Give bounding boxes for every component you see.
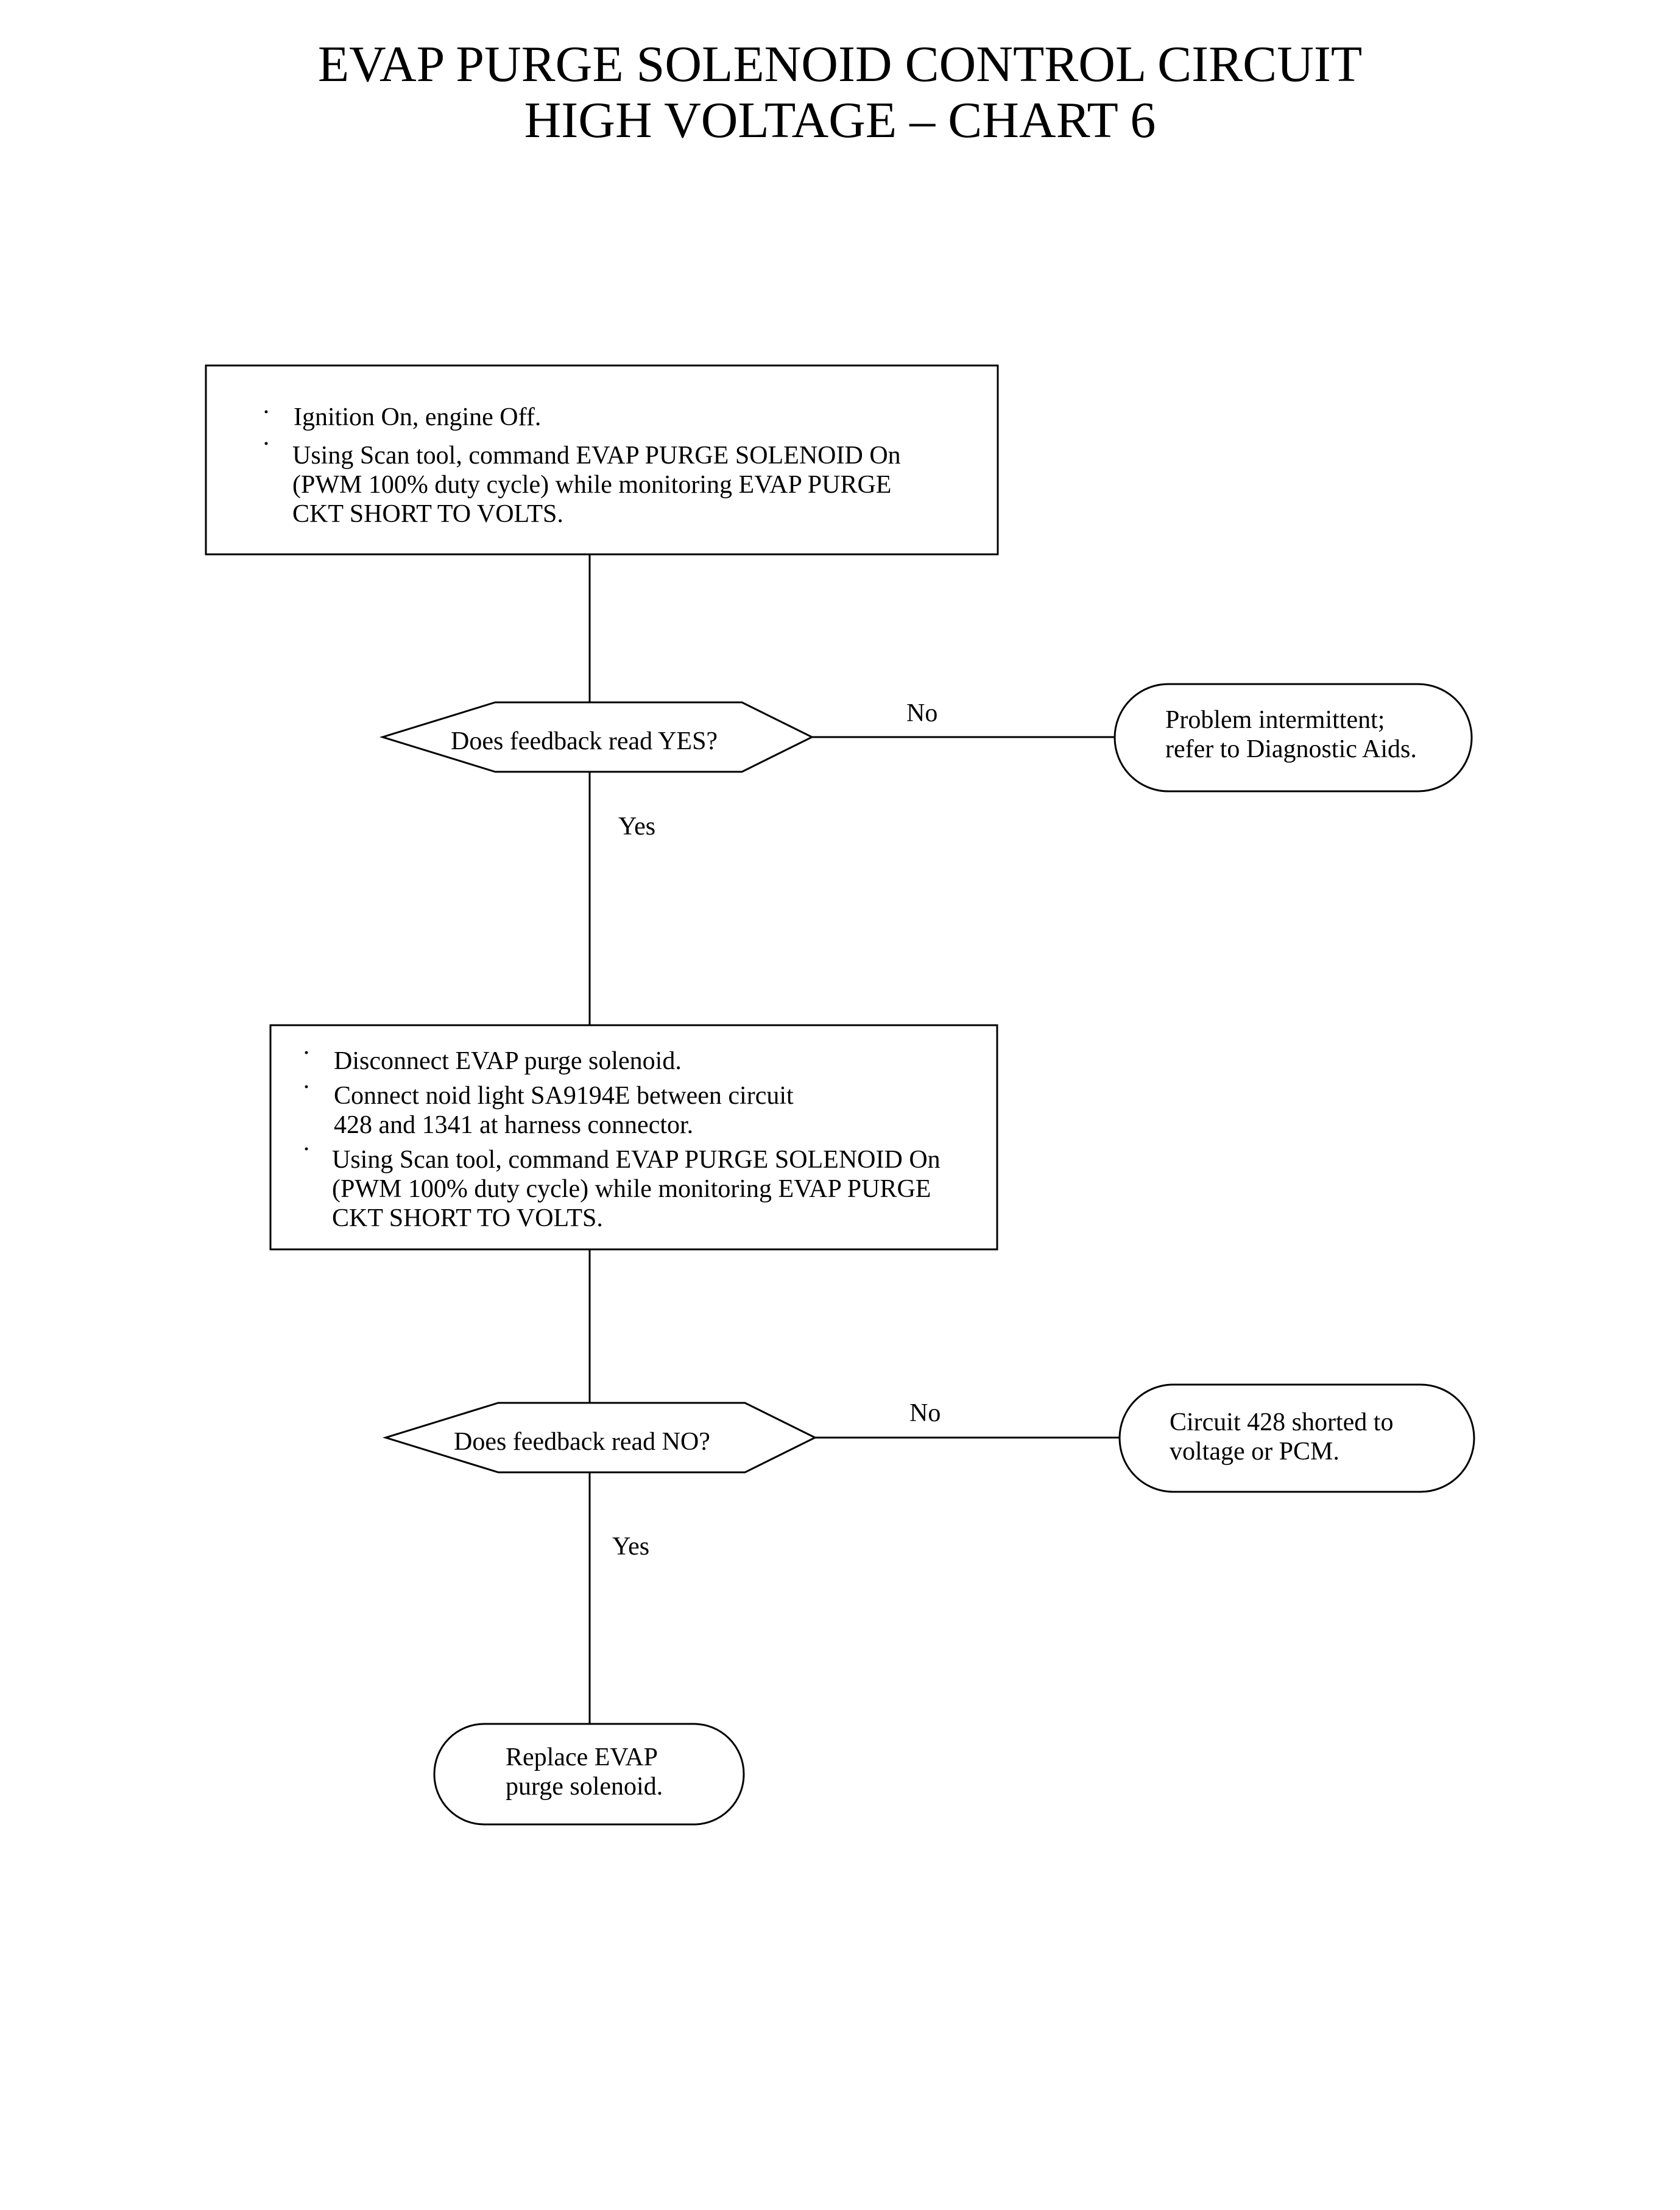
result-2-line-2: voltage or PCM. bbox=[1170, 1438, 1339, 1466]
decision-1-question: Does feedback read YES? bbox=[451, 727, 718, 755]
step-2-box bbox=[269, 1024, 998, 1251]
decision-1-no-label: No bbox=[906, 699, 937, 727]
step-1-box bbox=[205, 364, 999, 556]
step-1-bullet-1-marker: · bbox=[262, 398, 270, 426]
result-2-terminal bbox=[1118, 1383, 1475, 1493]
decision-2-no-label: No bbox=[909, 1399, 941, 1427]
chart-title-line-2: HIGH VOLTAGE – CHART 6 bbox=[524, 92, 1156, 149]
chart-title-line-1: EVAP PURGE SOLENOID CONTROL CIRCUIT bbox=[317, 36, 1363, 93]
final-line-2: purge solenoid. bbox=[506, 1773, 663, 1801]
result-1-line-2: refer to Diagnostic Aids. bbox=[1165, 735, 1417, 763]
step-2-text: · Disconnect EVAP purge solenoid. · Conn… bbox=[302, 1039, 941, 1232]
step-1-bullet-2-line-2: (PWM 100% duty cycle) while monitoring E… bbox=[292, 471, 891, 499]
step-1-bullet-2-line-1: Using Scan tool, command EVAP PURGE SOLE… bbox=[292, 442, 901, 470]
result-2-line-1: Circuit 428 shorted to bbox=[1170, 1408, 1393, 1436]
step-1-text: · Ignition On, engine Off. · Using Scan … bbox=[262, 398, 901, 528]
step-1-bullet-2-line-3: CKT SHORT TO VOLTS. bbox=[292, 500, 563, 528]
step-2-bullet-3-line-2: (PWM 100% duty cycle) while monitoring E… bbox=[332, 1175, 931, 1203]
step-2-bullet-3-line-1: Using Scan tool, command EVAP PURGE SOLE… bbox=[332, 1146, 941, 1174]
final-line-1: Replace EVAP bbox=[506, 1743, 658, 1771]
step-2-bullet-3-line-3: CKT SHORT TO VOLTS. bbox=[332, 1204, 603, 1232]
result-1-terminal bbox=[1114, 683, 1473, 793]
step-1-bullet-2-marker: · bbox=[262, 430, 270, 458]
step-2-bullet-2-line-2: 428 and 1341 at harness connector. bbox=[334, 1111, 693, 1139]
step-1-bullet-1-line-1: Ignition On, engine Off. bbox=[294, 403, 541, 431]
step-2-bullet-1-marker: · bbox=[302, 1039, 311, 1067]
decision-2-question: Does feedback read NO? bbox=[454, 1428, 710, 1456]
step-2-bullet-2-marker: · bbox=[302, 1073, 311, 1101]
result-1-line-1: Problem intermittent; bbox=[1165, 706, 1385, 734]
step-2-bullet-1-line-1: Disconnect EVAP purge solenoid. bbox=[334, 1047, 682, 1075]
final-terminal bbox=[433, 1723, 745, 1826]
decision-1-yes-label: Yes bbox=[618, 813, 655, 841]
step-2-bullet-3-marker: · bbox=[302, 1135, 311, 1163]
step-2-bullet-2-line-1: Connect noid light SA9194E between circu… bbox=[334, 1082, 794, 1110]
decision-2-yes-label: Yes bbox=[612, 1533, 649, 1561]
